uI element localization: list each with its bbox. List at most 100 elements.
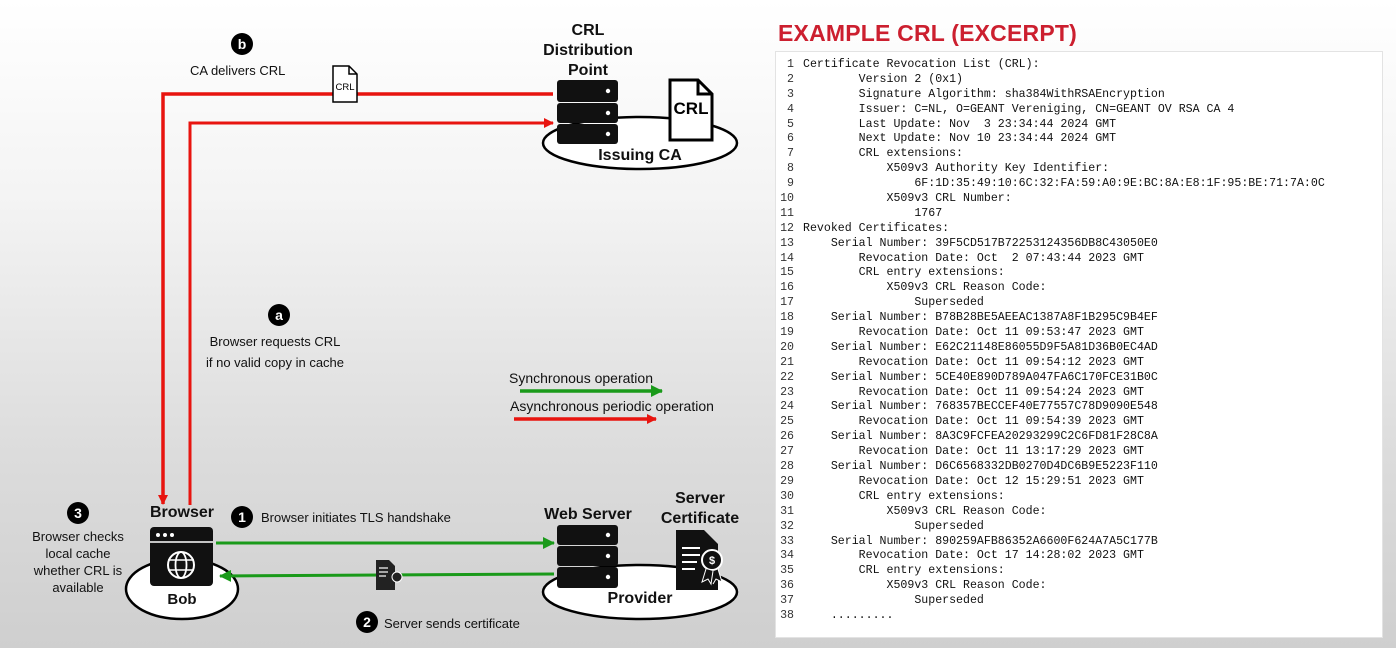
crl-line: 29 Revocation Date: Oct 12 15:29:51 2023… [776,475,1382,490]
crl-line: 11 1767 [776,207,1382,222]
line-text: Serial Number: E62C21148E86055D9F5A81D36… [803,340,1158,354]
line-text: Revoked Certificates: [803,221,950,235]
line-text: 6F:1D:35:49:10:6C:32:FA:59:A0:9E:BC:8A:E… [803,177,1325,191]
crl-line: 5 Last Update: Nov 3 23:34:44 2024 GMT [776,118,1382,133]
line-text: Revocation Date: Oct 17 14:28:02 2023 GM… [803,549,1144,563]
certificate-small-icon [376,560,403,590]
web-server-label: Web Server [544,506,632,523]
step-a-badge: a [268,304,290,326]
line-number: 29 [780,474,794,488]
line-number: 38 [780,608,794,622]
step-b-text: CA delivers CRL [190,63,286,78]
line-text: Revocation Date: Oct 11 09:54:24 2023 GM… [803,385,1144,399]
crl-line: 20 Serial Number: E62C21148E86055D9F5A81… [776,341,1382,356]
crl-line: 17 Superseded [776,296,1382,311]
crl-line: 25 Revocation Date: Oct 11 09:54:39 2023… [776,415,1382,430]
line-number: 16 [780,281,794,295]
crl-line: 2 Version 2 (0x1) [776,73,1382,88]
line-text: Superseded [803,594,984,608]
svg-text:$: $ [709,555,715,567]
line-text: Version 2 (0x1) [803,72,964,86]
step-1-text: Browser initiates TLS handshake [261,510,451,525]
bob-label: Bob [167,591,197,608]
crl-line: 32 Superseded [776,520,1382,535]
line-number: 7 [787,147,794,161]
server-certificate-label: Server Certificate [660,490,740,527]
legend-sync-label: Synchronous operation [509,370,653,386]
line-text: CRL entry extensions: [803,564,1005,578]
line-number: 20 [780,340,794,354]
line-text: Revocation Date: Oct 11 09:53:47 2023 GM… [803,326,1144,340]
line-number: 10 [780,192,794,206]
crl-flow-diagram: CRL CRL $ [32,22,740,633]
line-number: 12 [780,221,794,235]
line-number: 5 [787,117,794,131]
line-text: X509v3 CRL Reason Code: [803,579,1047,593]
crl-small-document-icon: CRL [332,65,358,103]
line-number: 34 [780,549,794,563]
line-number: 26 [780,430,794,444]
line-text: CRL extensions: [803,147,964,161]
line-number: 23 [780,385,794,399]
crl-line: 27 Revocation Date: Oct 11 13:17:29 2023… [776,445,1382,460]
crl-line: 35 CRL entry extensions: [776,564,1382,579]
line-number: 9 [787,177,794,191]
globe-icon [167,551,195,579]
line-number: 35 [780,564,794,578]
legend-async-label: Asynchronous periodic operation [510,398,714,414]
line-number: 36 [780,579,794,593]
crl-line: 34 Revocation Date: Oct 17 14:28:02 2023… [776,549,1382,564]
crl-line: 10 X509v3 CRL Number: [776,192,1382,207]
line-number: 11 [780,206,794,220]
crl-line: 9 6F:1D:35:49:10:6C:32:FA:59:A0:9E:BC:8A… [776,177,1382,192]
line-text: Serial Number: B78B28BE5AEEAC1387A8F1B29… [803,311,1158,325]
line-number: 24 [780,400,794,414]
line-text: Revocation Date: Oct 11 09:54:39 2023 GM… [803,415,1144,429]
crl-line: 22 Serial Number: 5CE40E890D789A047FA6C1… [776,371,1382,386]
line-number: 30 [780,489,794,503]
crl-line: 21 Revocation Date: Oct 11 09:54:12 2023… [776,356,1382,371]
crl-document-icon: CRL [668,78,714,142]
line-text: Serial Number: 8A3C9FCFEA20293299C2C6FD8… [803,430,1158,444]
step-1-badge: 1 [231,506,253,528]
line-number: 19 [780,326,794,340]
line-number: 33 [780,534,794,548]
crl-line: 28 Serial Number: D6C6568332DB0270D4DC6B… [776,460,1382,475]
line-text: X509v3 Authority Key Identifier: [803,162,1110,176]
line-number: 1 [787,58,794,71]
line-number: 14 [780,251,794,265]
crl-line: 31 X509v3 CRL Reason Code: [776,505,1382,520]
crl-line: 16 X509v3 CRL Reason Code: [776,281,1382,296]
line-text: Superseded [803,296,984,310]
crl-server-icon [557,80,618,144]
line-number: 8 [787,162,794,176]
line-text: Serial Number: 39F5CD517B72253124356DB8C… [803,236,1158,250]
line-text: Serial Number: 5CE40E890D789A047FA6C170F… [803,370,1158,384]
step-2-badge: 2 [356,611,378,633]
line-text: Next Update: Nov 10 23:34:44 2024 GMT [803,132,1117,146]
line-number: 13 [780,236,794,250]
line-text: CRL entry extensions: [803,489,1005,503]
line-number: 6 [787,132,794,146]
crl-line: 8 X509v3 Authority Key Identifier: [776,162,1382,177]
line-text: 1767 [803,206,943,220]
line-text: ......... [803,608,894,622]
diagram-canvas: CRL CRL $ [124,65,739,621]
crl-line: 37 Superseded [776,594,1382,609]
step-b-badge: b [231,33,253,55]
line-number: 3 [787,87,794,101]
browser-window-icon [150,527,213,586]
crl-request-arrow [188,118,554,505]
crl-line: 4 Issuer: C=NL, O=GEANT Vereniging, CN=G… [776,103,1382,118]
line-number: 18 [780,311,794,325]
provider-label: Provider [607,590,673,607]
line-text: CRL entry extensions: [803,266,1005,280]
line-number: 17 [780,296,794,310]
crl-delivery-arrow [158,92,553,505]
browser-label: Browser [149,504,215,521]
line-text: Issuer: C=NL, O=GEANT Vereniging, CN=GEA… [803,102,1235,116]
line-text: Last Update: Nov 3 23:34:44 2024 GMT [803,117,1117,131]
line-number: 22 [780,370,794,384]
